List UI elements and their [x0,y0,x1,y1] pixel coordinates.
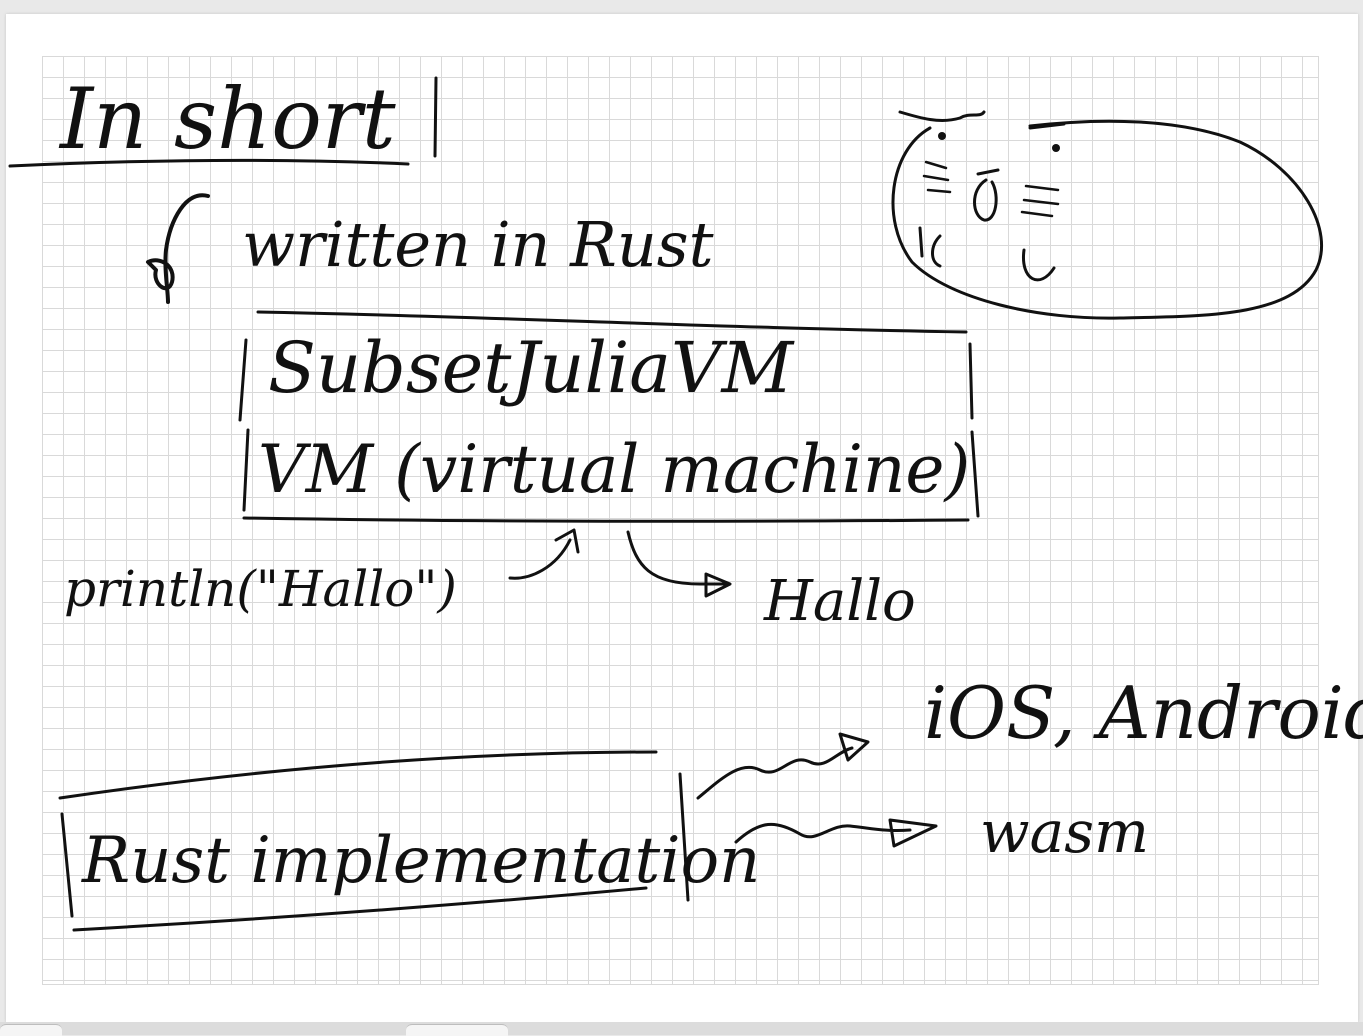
ios-android-text: iOS, Android [924,671,1363,755]
vm-box-top [256,310,968,334]
heading-text: In short [58,70,396,168]
bullet-mark [146,193,210,304]
heading-cursor-mark [433,76,438,158]
println-text: println("Hallo") [64,560,457,618]
rust-box-top [58,750,658,800]
subset-julia-vm-text: SubsetJuliaVM [268,327,796,409]
vm-box-right [968,342,980,518]
wavy-arrow-ios-icon [696,732,870,800]
rust-implementation-text: Rust implementation [81,824,760,898]
toolbar-tab-2[interactable] [406,1024,508,1036]
vm-box-bottom [242,516,970,523]
wavy-arrow-wasm-icon [734,818,938,848]
written-in-rust-text: written in Rust [242,208,714,281]
rust-box-left [60,812,74,918]
cat-doodle-icon [891,110,1323,320]
hallo-output-text: Hallo [763,569,916,634]
rust-box-right [678,772,690,902]
input-arrow-icon [508,528,580,580]
vm-virtual-machine-text: VM (virtual machine) [258,431,970,508]
wasm-text: wasm [980,798,1149,866]
rust-box-bottom [72,886,648,932]
toolbar-tab-1[interactable] [0,1024,62,1036]
bottom-toolbar [0,1022,1363,1035]
vm-box-left [238,338,250,512]
heading-underline [8,158,410,168]
output-arrow-icon [626,530,732,598]
